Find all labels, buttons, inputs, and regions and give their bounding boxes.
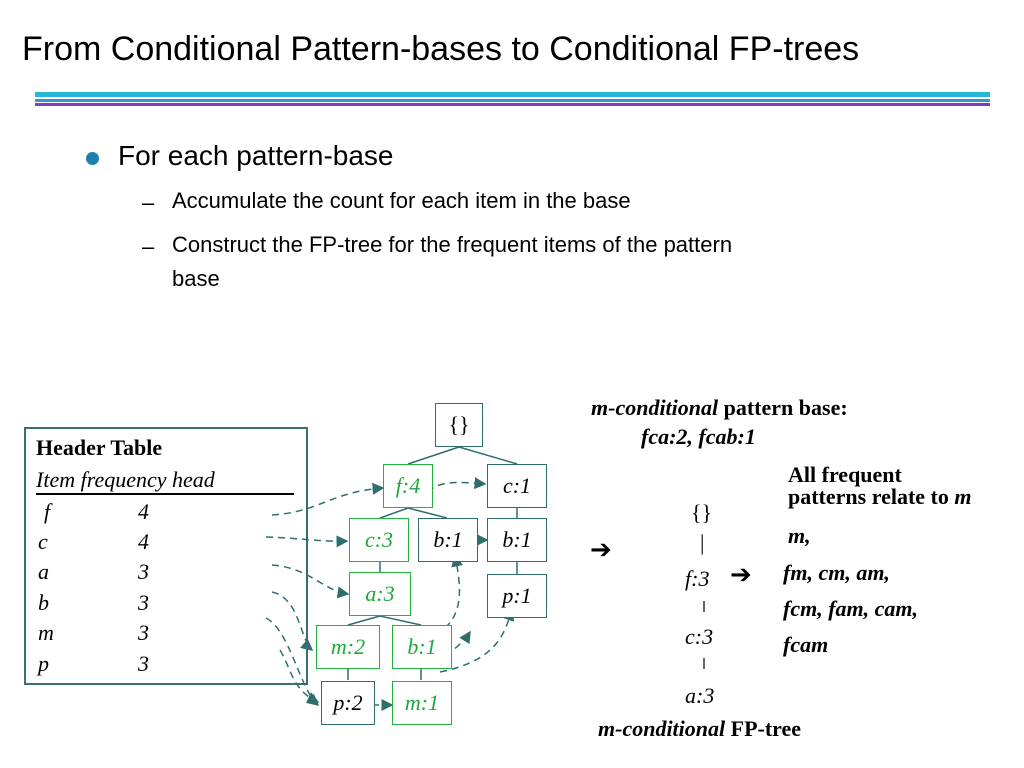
- pattern-line: fm, cm, am,: [783, 560, 890, 585]
- fp-node-b1-mid: b:1: [418, 518, 478, 562]
- right-arrow-icon: ➔: [730, 560, 752, 590]
- frequent-heading-line-2: patterns relate to m: [788, 484, 972, 509]
- conditional-tree-label: m-conditional FP-tree: [598, 716, 802, 741]
- pattern-line: fcm, fam, cam,: [783, 596, 919, 621]
- header-table: Header Table Item frequency head f 4 c 4…: [24, 427, 308, 685]
- header-row-frequency: 3: [138, 559, 149, 584]
- slide-title: From Conditional Pattern-bases to Condit…: [22, 30, 860, 68]
- column-underline: [36, 493, 294, 495]
- fp-node-m2: m:2: [316, 625, 380, 669]
- header-row-frequency: 3: [138, 620, 149, 645]
- header-row-frequency: 4: [138, 499, 149, 524]
- pattern-base-value: fca:2, fcab:1: [641, 424, 756, 449]
- bullet-main: For each pattern-base: [118, 140, 394, 171]
- fp-node-c1: c:1: [487, 464, 547, 508]
- conditional-tree-root: {}: [691, 500, 713, 525]
- fp-node-b1-right: b:1: [487, 518, 547, 562]
- conditional-node-f3: f:3: [685, 566, 710, 591]
- conditional-node-a3: a:3: [685, 683, 715, 708]
- header-row-item: c: [38, 529, 48, 554]
- fp-node-a3: a:3: [349, 572, 411, 616]
- node-links: [265, 477, 515, 711]
- tree-edges: [347, 446, 518, 680]
- conditional-node-c3: c:3: [685, 624, 714, 649]
- header-row-item: b: [38, 590, 49, 615]
- header-table-columns: Item frequency head: [36, 467, 215, 492]
- pattern-line: m,: [788, 523, 811, 548]
- fp-node-p2: p:2: [321, 681, 375, 725]
- header-row-item: a: [38, 559, 49, 584]
- fp-node-f4: f:4: [383, 464, 433, 508]
- header-row-item: f: [44, 499, 51, 524]
- header-row-item: p: [38, 651, 49, 676]
- bullet-sub-2-line-1: Construct the FP-tree for the frequent i…: [172, 232, 733, 257]
- bullet-sub-2-line-2: base: [172, 266, 220, 291]
- fp-node-p1: p:1: [487, 574, 547, 618]
- header-row-frequency: 3: [138, 651, 149, 676]
- fp-node-m1: m:1: [392, 681, 452, 725]
- right-arrow-icon: ➔: [590, 535, 612, 565]
- conditional-tree-bar: |: [700, 530, 705, 555]
- pattern-base-label: m-conditional pattern base:: [591, 395, 848, 420]
- header-row-frequency: 3: [138, 590, 149, 615]
- dash: –: [142, 234, 155, 259]
- header-table-heading: Header Table: [36, 435, 163, 460]
- header-row-frequency: 4: [138, 529, 149, 554]
- dash: –: [142, 190, 155, 215]
- header-row-item: m: [38, 620, 54, 645]
- fp-node-c3: c:3: [349, 518, 409, 562]
- pattern-line: fcam: [783, 632, 829, 657]
- fp-tree-root: {}: [435, 403, 483, 447]
- bullet-sub-1: Accumulate the count for each item in th…: [172, 188, 631, 213]
- frequent-heading-line-1: All frequent: [788, 462, 902, 487]
- fp-node-b1-low: b:1: [392, 625, 452, 669]
- bullet-dot: [86, 152, 99, 165]
